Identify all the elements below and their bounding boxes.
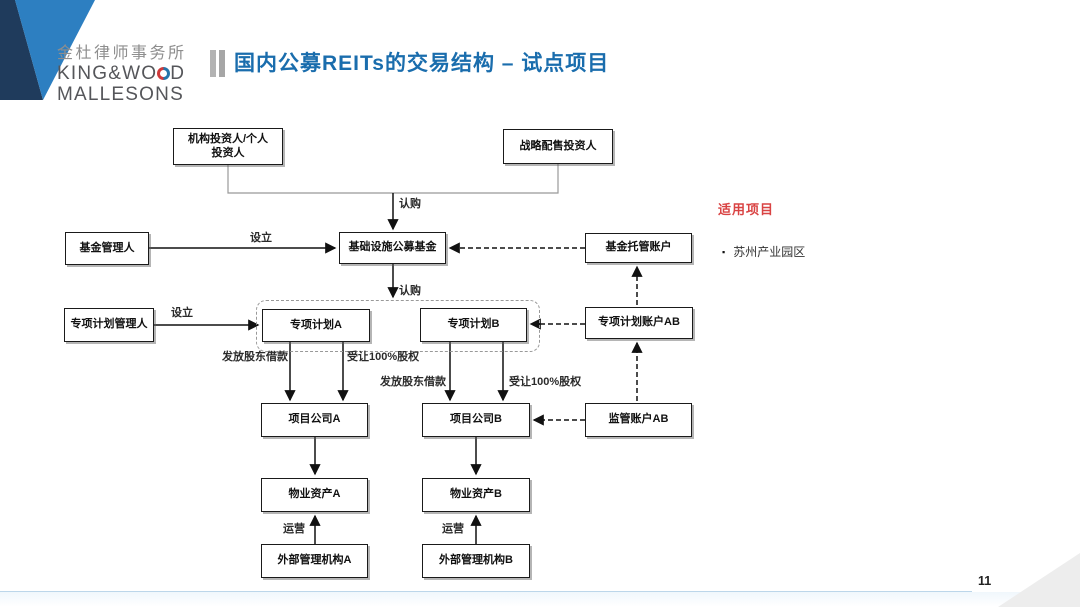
node-project-company-a: 项目公司A	[261, 403, 368, 437]
footer-gradient	[0, 592, 1080, 607]
node-infrastructure-public-fund: 基础设施公募基金	[339, 232, 446, 264]
edge-label-equity-transfer-a: 受让100%股权	[347, 351, 420, 363]
node-external-manager-b: 外部管理机构B	[422, 544, 530, 578]
node-property-asset-b: 物业资产B	[422, 478, 530, 512]
edge-label-shareholder-loan-a: 发放股东借款	[222, 351, 288, 363]
node-fund-custody-account: 基金托管账户	[585, 233, 692, 263]
edge-label-establish-fund: 设立	[250, 232, 272, 244]
page-number: 11	[978, 574, 992, 588]
edge-label-operate-b: 运营	[442, 523, 464, 535]
edge-label-equity-transfer-b: 受让100%股权	[509, 376, 582, 388]
abs-plans-group-outline	[256, 300, 540, 352]
node-property-asset-a: 物业资产A	[261, 478, 368, 512]
node-special-plan-a: 专项计划A	[262, 309, 370, 342]
node-external-manager-a: 外部管理机构A	[261, 544, 368, 578]
node-supervision-account-ab: 监管账户AB	[585, 403, 692, 437]
edge-label-operate-a: 运营	[283, 523, 305, 535]
node-special-plan-account-ab: 专项计划账户AB	[585, 307, 693, 339]
applicable-projects-title: 适用项目	[718, 202, 775, 217]
title-accent-bar	[219, 50, 225, 77]
node-special-plan-b: 专项计划B	[420, 308, 527, 342]
logo-o-ring-icon	[157, 67, 171, 80]
node-project-company-b: 项目公司B	[422, 403, 530, 437]
edge-label-subscribe-top: 认购	[399, 198, 421, 210]
applicable-project-item: ▪ 苏州产业园区	[722, 243, 805, 260]
node-special-plan-manager: 专项计划管理人	[64, 308, 154, 342]
edge-label-subscribe-plan: 认购	[399, 285, 421, 297]
page-title: 国内公募REITs的交易结构 – 试点项目	[234, 52, 610, 75]
bullet-icon: ▪	[722, 247, 726, 257]
footer-divider-line	[0, 591, 972, 592]
title-accent-bar	[210, 50, 216, 77]
edge-label-shareholder-loan-b: 发放股东借款	[380, 376, 446, 388]
node-institutional-individual-investors: 机构投资人/个人 投资人	[173, 128, 283, 165]
title-row: 国内公募REITs的交易结构 – 试点项目	[210, 50, 609, 77]
edge-label-establish-plan: 设立	[171, 307, 193, 319]
logo-english-line2: MALLESONS	[57, 84, 184, 105]
node-fund-manager: 基金管理人	[65, 232, 149, 265]
applicable-project-name: 苏州产业园区	[733, 245, 806, 259]
node-strategic-placement-investors: 战略配售投资人	[503, 129, 613, 164]
logo-chinese-name: 金杜律师事务所	[57, 45, 187, 62]
